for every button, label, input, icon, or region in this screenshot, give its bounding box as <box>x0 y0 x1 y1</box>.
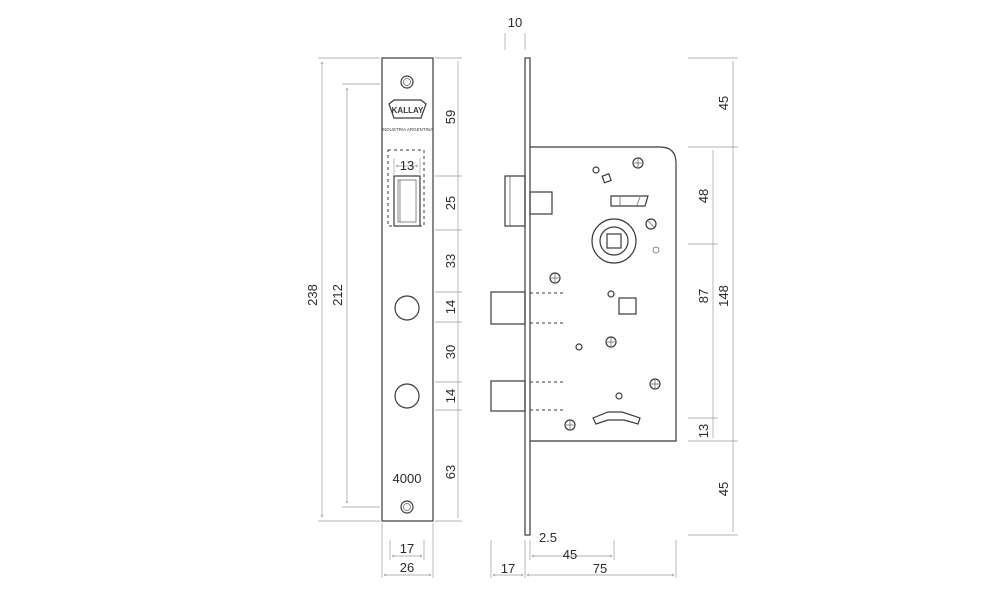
lock-body-view <box>490 57 677 536</box>
spindle-square <box>606 233 622 249</box>
small-pin-bottom <box>615 392 623 400</box>
faceplate-left-dimensions: 238 212 <box>305 57 380 522</box>
faceplate-bottom-dimensions: 17 26 <box>381 523 434 578</box>
lower-deadbolt <box>490 380 526 412</box>
upper-bolt-hole <box>394 295 420 321</box>
follower-outer <box>591 218 637 264</box>
top-screw-hole <box>400 75 414 89</box>
bottom-lever <box>592 411 641 425</box>
dim-bolt-proj: 17 <box>501 561 515 576</box>
cylinder-cam-square <box>618 297 637 315</box>
case-screw-bottom <box>564 419 576 431</box>
small-pin-left <box>575 343 583 351</box>
case-screw-mid <box>605 336 617 348</box>
dim-latch-width: 13 <box>400 158 414 173</box>
cylinder-pin <box>607 290 615 298</box>
dim-plate-thickness: 10 <box>508 15 522 30</box>
case-screw-bottom-right <box>649 378 661 390</box>
dim-case-depth: 75 <box>593 561 607 576</box>
latch-width-dimension: 13 <box>393 158 421 174</box>
bottom-screw-hole-inner <box>403 503 411 511</box>
brand-subtitle: INDUSTRIA ARGENTINA <box>382 127 433 132</box>
dim-seg-mid: 33 <box>443 254 458 268</box>
small-square <box>601 173 612 184</box>
dim-seg-latch: 25 <box>443 196 458 210</box>
dim-right-center: 87 <box>696 289 711 303</box>
dim-screw-spacing: 212 <box>330 284 345 306</box>
top-screw-hole-inner <box>403 78 411 86</box>
brand-logo-badge <box>388 99 427 119</box>
plate-thickness-dimension: 10 <box>504 15 526 50</box>
latch-spring-block <box>529 191 553 215</box>
small-pin <box>592 166 600 174</box>
dim-right-top: 45 <box>716 96 731 110</box>
dim-seg-bolt1: 14 <box>443 300 458 314</box>
latch-lever <box>610 195 649 207</box>
faceplate-view: KALLAY INDUSTRIA ARGENTINA 4000 <box>381 57 434 522</box>
latch-bolt <box>504 175 526 227</box>
dim-plate-width: 26 <box>400 560 414 575</box>
dim-seg-gap: 30 <box>443 345 458 359</box>
dim-right-small: 13 <box>696 424 711 438</box>
bottom-screw-hole <box>400 500 414 514</box>
latch-window <box>393 175 421 227</box>
upper-deadbolt <box>490 291 526 325</box>
faceplate-segment-dimensions: 59 25 33 14 30 14 63 <box>435 57 462 522</box>
lock-body-right-dimensions: 45 48 87 148 13 45 <box>688 57 738 536</box>
lower-bolt-hole <box>394 383 420 409</box>
dim-front-thick: 2.5 <box>539 530 557 545</box>
follower-stop <box>645 218 657 230</box>
follower-pin <box>652 246 660 254</box>
front-plate-edge <box>524 57 531 536</box>
latch-tongue <box>397 179 417 223</box>
dim-backset: 45 <box>563 547 577 562</box>
dim-seg-top: 59 <box>443 110 458 124</box>
model-number: 4000 <box>393 471 422 486</box>
follower-inner <box>599 226 629 256</box>
case-screw-left <box>549 272 561 284</box>
lock-case <box>530 146 677 442</box>
latch-cutout <box>387 149 425 227</box>
dim-total-height: 238 <box>305 284 320 306</box>
lock-body-bottom-dimensions: 2.5 45 17 75 <box>490 530 677 578</box>
faceplate-outline <box>381 57 434 522</box>
brand-logo-text: KALLAY <box>392 106 424 115</box>
case-screw-top <box>632 157 644 169</box>
dim-inner-width: 17 <box>400 541 414 556</box>
dim-right-latch: 48 <box>696 189 711 203</box>
dim-right-case: 148 <box>716 285 731 307</box>
dim-seg-bolt2: 14 <box>443 389 458 403</box>
dim-right-bottom: 45 <box>716 482 731 496</box>
dim-seg-bottom: 63 <box>443 465 458 479</box>
